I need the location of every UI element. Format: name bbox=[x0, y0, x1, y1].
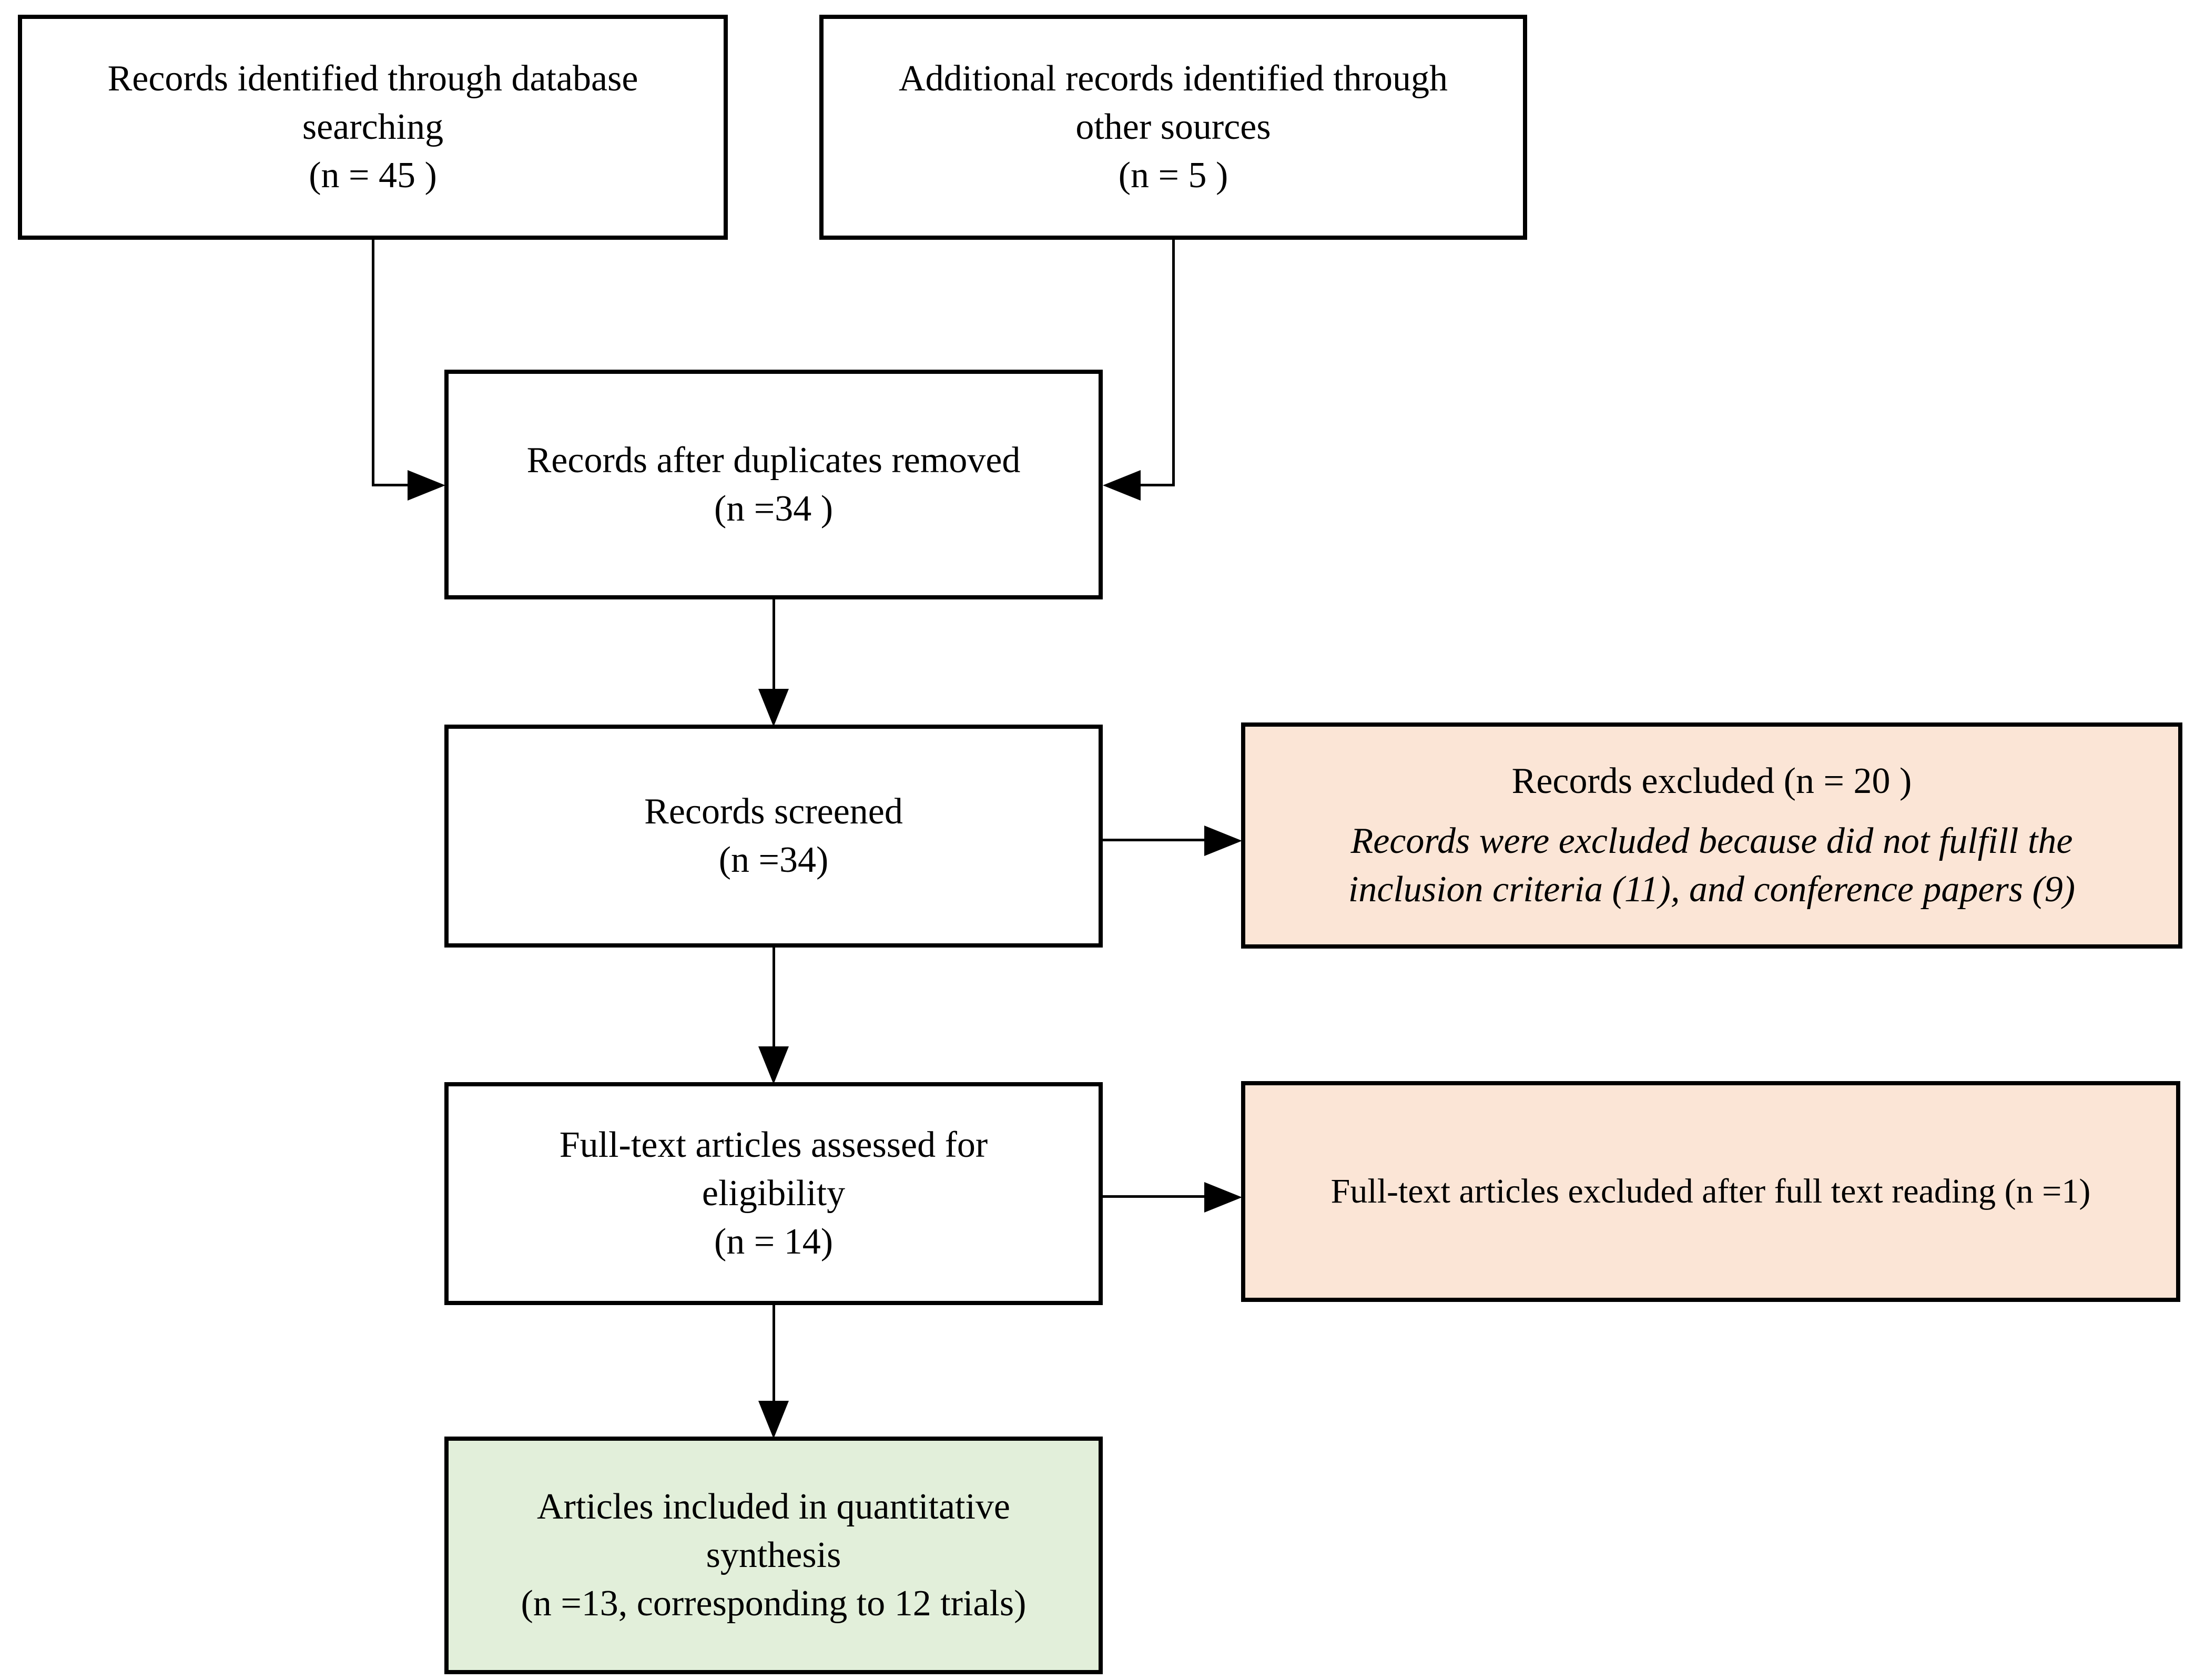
connector-fulltext-to-excluded bbox=[1102, 1195, 1206, 1198]
connector-fulltext-to-included bbox=[773, 1304, 775, 1403]
box-fulltext-assessed: Full-text articles assessed for eligibil… bbox=[444, 1082, 1103, 1305]
box-records-excluded-title: Records excluded (n = 20 ) bbox=[1511, 761, 1912, 802]
box-articles-included: Articles included in quantitative synthe… bbox=[444, 1437, 1103, 1674]
box-fulltext-excluded-text: Full-text articles excluded after full t… bbox=[1330, 1172, 2091, 1210]
connector-dedup-to-screened bbox=[773, 598, 775, 691]
box-records-identified-database: Records identified through database sear… bbox=[18, 15, 728, 240]
box-additional-records-other-sources: Additional records identified through ot… bbox=[819, 15, 1527, 240]
box-records-after-duplicates-removed-text: Records after duplicates removed (n =34 … bbox=[526, 440, 1021, 529]
arrowhead-fulltext-to-included bbox=[758, 1401, 789, 1439]
connector-database-vertical bbox=[372, 238, 374, 485]
connector-othersources-horizontal bbox=[1140, 484, 1175, 486]
connector-screened-to-excluded bbox=[1102, 839, 1206, 841]
connector-database-horizontal bbox=[372, 484, 410, 486]
box-records-screened-text: Records screened (n =34) bbox=[644, 791, 903, 880]
arrowhead-database-to-dedup bbox=[408, 470, 445, 501]
connector-screened-to-fulltext bbox=[773, 946, 775, 1048]
box-records-identified-database-text: Records identified through database sear… bbox=[107, 58, 638, 196]
arrowhead-dedup-to-screened bbox=[758, 689, 789, 727]
box-records-screened: Records screened (n =34) bbox=[444, 725, 1103, 948]
box-articles-included-text: Articles included in quantitative synthe… bbox=[521, 1486, 1027, 1624]
box-fulltext-assessed-text: Full-text articles assessed for eligibil… bbox=[559, 1125, 988, 1262]
box-fulltext-excluded: Full-text articles excluded after full t… bbox=[1241, 1081, 2180, 1302]
arrowhead-fulltext-to-excluded bbox=[1204, 1182, 1242, 1213]
box-records-after-duplicates-removed: Records after duplicates removed (n =34 … bbox=[444, 370, 1103, 599]
arrowhead-screened-to-fulltext bbox=[758, 1046, 789, 1084]
arrowhead-othersources-to-dedup bbox=[1103, 470, 1141, 501]
arrowhead-screened-to-excluded bbox=[1204, 826, 1242, 856]
box-additional-records-other-sources-text: Additional records identified through ot… bbox=[899, 58, 1448, 196]
connector-othersources-vertical bbox=[1172, 238, 1175, 485]
box-records-excluded: Records excluded (n = 20 ) Records were … bbox=[1241, 722, 2182, 949]
box-records-excluded-note: Records were excluded because did not fu… bbox=[1348, 821, 2076, 910]
